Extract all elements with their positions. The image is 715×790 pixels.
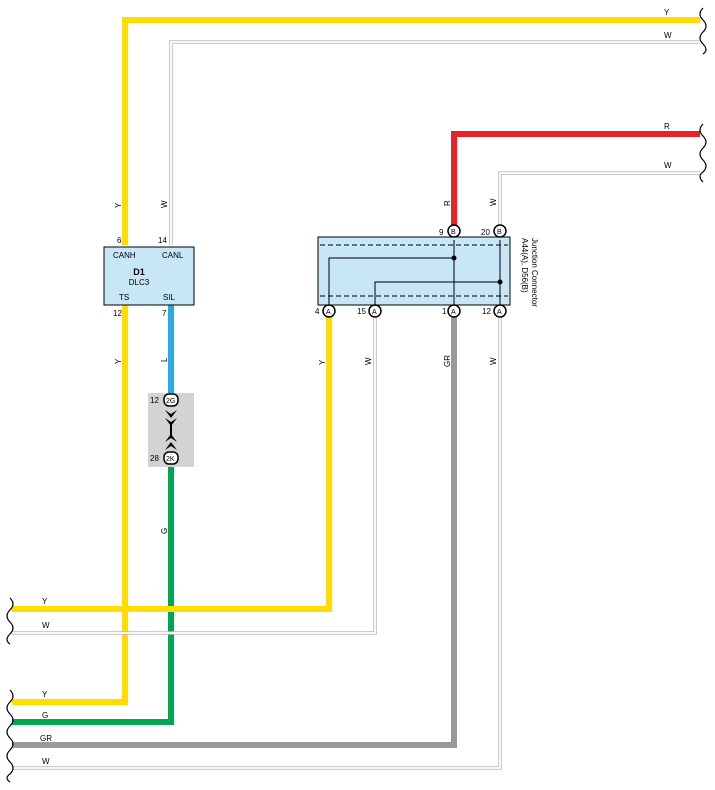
dlc-pin-sil-num: 7 <box>162 309 167 318</box>
wire-label-left1-y: Y <box>42 597 48 606</box>
wire-label-canh: Y <box>114 202 123 208</box>
inline-top-conn: 2G <box>166 398 175 405</box>
wire-label-left2-y: Y <box>42 690 48 699</box>
junction-connector <box>317 236 511 306</box>
dlc-name: DLC3 <box>129 278 150 287</box>
wire-label-left2-g: G <box>42 711 48 720</box>
wire-label-j-w: W <box>364 357 373 365</box>
inline-bottom-num: 28 <box>150 454 159 463</box>
wire-label-mid-w: W <box>664 161 672 170</box>
junction-subtitle: Junction Connector <box>530 238 539 307</box>
j-bot-pin2-conn: A <box>372 309 377 316</box>
wire-white-top <box>169 40 700 245</box>
j-top-pin1-num: 9 <box>439 228 444 237</box>
dlc-pin-ts-num: 12 <box>113 309 122 318</box>
inline-arrow-top <box>165 410 177 426</box>
j-bot-pin1-num: 4 <box>315 307 320 316</box>
wire-gray <box>12 316 457 748</box>
wire-label-left2-gr: GR <box>40 734 52 743</box>
wire-yellow-ts <box>12 305 128 705</box>
inline-top-num: 12 <box>150 396 159 405</box>
wire-green <box>12 460 174 725</box>
wire-yellow-j <box>12 316 332 612</box>
j-top-pin2-conn: B <box>497 229 502 236</box>
dlc3-connector <box>103 246 195 306</box>
wire-label-g: G <box>160 528 169 534</box>
wire-label-sil: L <box>160 357 169 362</box>
j-bot-pin3-conn: A <box>451 309 456 316</box>
wire-label-top-w: W <box>664 31 672 40</box>
j-bot-pin2-num: 15 <box>357 307 366 316</box>
j-top-pin2-num: 20 <box>481 228 490 237</box>
wire-label-top-y: Y <box>664 8 670 17</box>
wire-red <box>451 131 700 230</box>
j-bot-pin4-conn: A <box>497 309 502 316</box>
inline-arrow-bottom <box>165 434 177 450</box>
wire-label-left2-w: W <box>42 757 50 766</box>
wire-label-j-gr: GR <box>443 355 452 367</box>
wire-label-j-w2: W <box>489 357 498 365</box>
wire-label-j-r: R <box>443 200 452 206</box>
dlc-id: D1 <box>133 267 145 277</box>
wire-label-canl: W <box>160 200 169 208</box>
dlc-pin-canh-name: CANH <box>113 251 136 260</box>
wire-label-j-w-top: W <box>489 198 498 206</box>
j-bot-pin4-num: 12 <box>482 307 491 316</box>
break-marks-left <box>6 597 14 783</box>
break-marks-right <box>699 7 707 183</box>
dlc-pin-canh-num: 6 <box>117 236 122 245</box>
wire-white-j-top <box>498 171 700 230</box>
dlc-pin-canl-name: CANL <box>162 251 184 260</box>
wire-label-mid-r: R <box>664 122 670 131</box>
dlc-pin-ts-name: TS <box>119 293 129 302</box>
wire-label-j-y: Y <box>318 359 327 365</box>
wire-label-ts: Y <box>114 358 123 364</box>
inline-bottom-conn: 2K <box>166 456 175 463</box>
dlc-pin-sil-name: SIL <box>163 293 176 302</box>
j-bot-pin3-num: 1 <box>442 307 447 316</box>
j-bot-pin1-conn: A <box>326 309 331 316</box>
j-top-pin1-conn: B <box>451 229 456 236</box>
dlc-pin-canl-num: 14 <box>158 236 167 245</box>
wire-yellow-top <box>122 17 700 245</box>
wire-label-left1-w: W <box>42 621 50 630</box>
junction-title: A44(A), D56(B) <box>520 238 529 293</box>
